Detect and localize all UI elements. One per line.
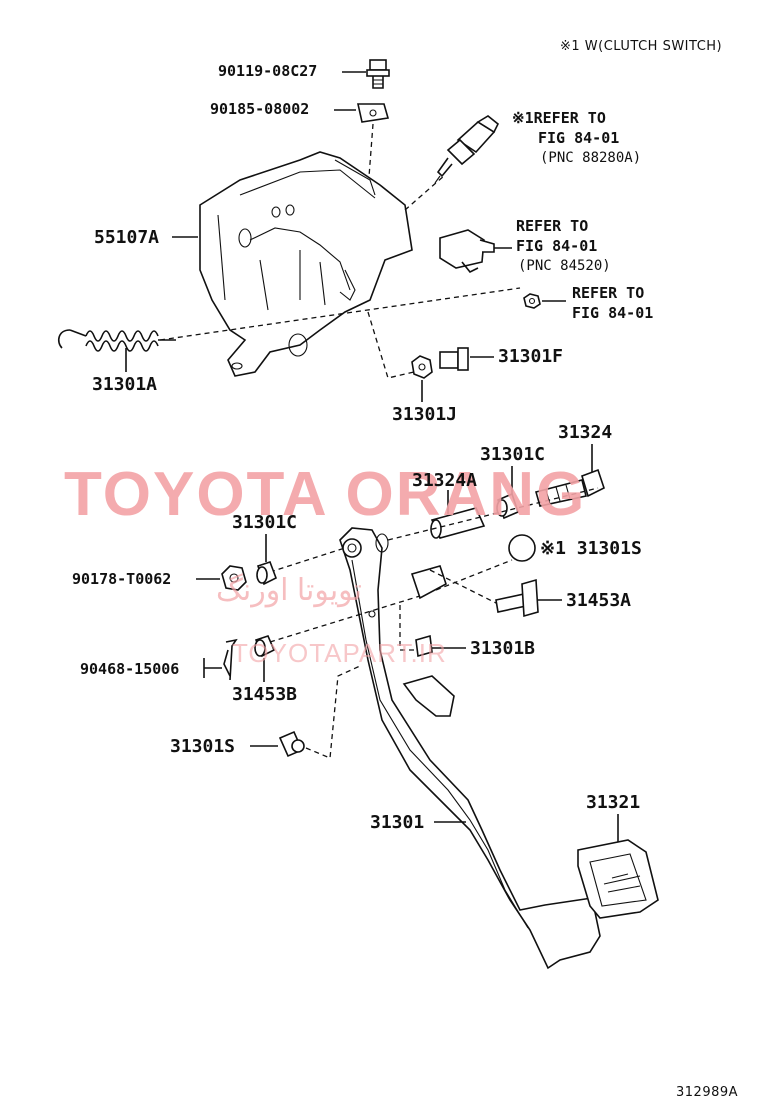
- label-31301j: 31301J: [392, 404, 458, 425]
- label-31301a: 31301A: [92, 374, 158, 395]
- label-90178-t0062: 90178-T0062: [72, 570, 172, 588]
- clip-nut-90185-icon: [357, 103, 390, 123]
- label-31321: 31321: [586, 792, 641, 813]
- label-31453b: 31453B: [232, 684, 298, 705]
- pedal-bracket-55107a: [199, 151, 413, 377]
- pedal-pad-31321-icon: [577, 839, 659, 919]
- dash-pivot-right: [387, 487, 599, 541]
- ref2-line3: (PNC 84520): [518, 258, 611, 274]
- bushing-31301c-left-icon: [256, 560, 278, 586]
- label-31301c-top: 31301C: [480, 444, 546, 465]
- watermark-url: TOYOTAPART.IR: [232, 638, 447, 668]
- header-note: ※1 W(CLUTCH SWITCH): [560, 39, 723, 54]
- label-55107a: 55107A: [94, 227, 160, 248]
- ref1-line3: (PNC 88280A): [540, 150, 642, 166]
- label-31324a: 31324A: [412, 470, 478, 491]
- dash-31301s-left: [305, 665, 361, 759]
- ref2-line1: REFER TO: [516, 217, 589, 235]
- clutch-switch-icon: [434, 115, 500, 184]
- stopper-31301s-left-icon: [278, 730, 305, 758]
- figure-code: 312989A: [676, 1085, 739, 1100]
- bushing-31453b-icon: [254, 635, 276, 658]
- ref1-line1: ※1REFER TO: [512, 109, 606, 127]
- dash-31301b: [399, 605, 418, 651]
- label-31324: 31324: [558, 422, 613, 443]
- nut-90178-icon: [221, 565, 247, 591]
- label-31301s-left: 31301S: [170, 736, 236, 757]
- small-nut-icon: [523, 293, 541, 309]
- stopper-ball-31301s-icon: [508, 534, 536, 562]
- label-90185-08002: 90185-08002: [210, 100, 310, 118]
- watermark-persian: تویوتا اورنگ: [216, 574, 363, 607]
- watermark-main: TOYOTA ORANG: [64, 460, 587, 529]
- clutch-pedal-lever-31301: [339, 527, 601, 970]
- dash-31301s: [435, 559, 513, 591]
- bolt-31301f-icon: [439, 347, 469, 371]
- label-31301: 31301: [370, 812, 425, 833]
- pivot-bolt-31324-icon: [535, 468, 605, 507]
- pin-31453a-icon: [495, 578, 539, 618]
- ref3-line1: REFER TO: [572, 284, 645, 302]
- dash-switch: [404, 174, 446, 211]
- return-spring-icon: [57, 329, 176, 352]
- nut-31301j-icon: [411, 355, 433, 379]
- label-31301b: 31301B: [470, 638, 536, 659]
- label-31301s-right: ※1 31301S: [540, 538, 642, 559]
- clip-pin-90468-icon: [223, 638, 238, 681]
- label-31301c-left: 31301C: [232, 512, 298, 533]
- leader-90468: [203, 658, 222, 678]
- position-sensor-icon: [439, 229, 495, 274]
- ref3-line2: FIG 84-01: [572, 304, 654, 322]
- ref2-line2: FIG 84-01: [516, 237, 598, 255]
- dash-31453b: [269, 595, 421, 643]
- bolt-90119-icon: [366, 59, 390, 89]
- label-90468-15006: 90468-15006: [80, 660, 180, 678]
- label-31301f: 31301F: [498, 346, 564, 367]
- label-90119-08c27: 90119-08C27: [218, 62, 318, 80]
- ref1-line2: FIG 84-01: [538, 129, 620, 147]
- dash-j: [367, 311, 415, 379]
- dash-pivot-left: [269, 547, 346, 573]
- dash-spring-axis: [159, 287, 521, 341]
- label-31453a: 31453A: [566, 590, 632, 611]
